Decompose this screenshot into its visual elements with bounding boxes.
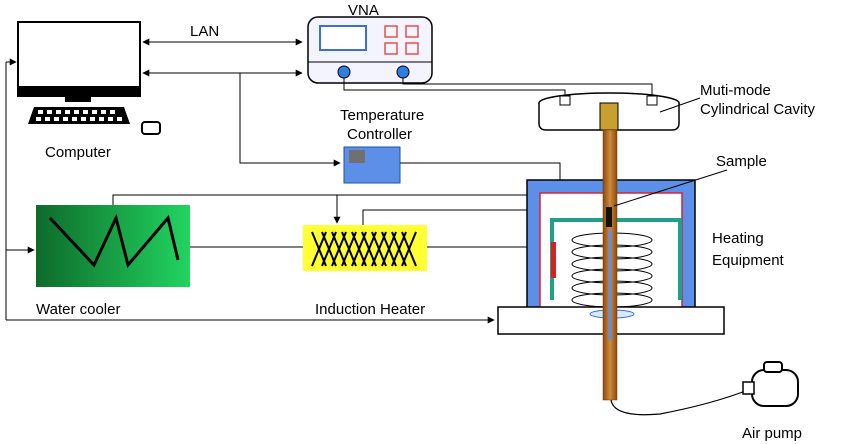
keyboard-keys [36,110,122,121]
computer-keyboard [28,107,130,124]
induction-heater-label: Induction Heater [315,301,425,318]
vna-button [384,25,398,38]
temperature-controller-label-line1: Temperature [340,107,424,124]
computer-monitor-bezel [18,86,140,96]
vna-port-2 [396,65,410,79]
water-cooler-box [36,205,190,287]
cavity-feedthrough [599,102,619,131]
vna-button [405,25,419,38]
temperature-controller: Temperature Controller [340,107,424,184]
sample-label: Sample [716,153,767,170]
computer-stand [65,96,91,102]
vna-port-2-cable [402,78,653,97]
induction-heater-coil [311,231,417,267]
air-pump-outlet [742,381,755,395]
heating-equipment-label-line2: Equipment [712,252,785,269]
air-pump-handle [763,361,783,373]
heating-equipment-label-line1: Heating [712,230,764,247]
vna-port-1 [337,65,351,79]
sample-holder [606,207,612,227]
temperature-controller-label-line2: Controller [347,126,412,143]
induction-heater: Induction Heater [303,225,427,318]
vna: VNA [307,2,433,84]
water-cooler-label: Water cooler [36,301,120,318]
cavity-leader-line [659,97,701,113]
computer: Computer [17,21,161,161]
sample-leader-line [613,169,728,207]
cavity-label-line2: Cylindrical Cavity [700,101,816,118]
vna-screen [319,25,367,51]
cavity-connector-left [559,95,571,106]
vna-button [384,42,398,55]
air-pump-body [751,369,799,407]
computer-mouse [141,121,161,135]
air-pump [742,361,799,407]
cavity-connector-right [646,95,658,106]
computer-monitor [17,21,141,97]
water-cooler: Water cooler [36,205,190,318]
red-heating-element [551,242,556,278]
vna-button [405,42,419,55]
air-pump-label: Air pump [742,425,802,442]
computer-temperature-link [239,73,341,167]
water-cooler-zigzag [48,213,180,269]
cylindrical-cavity [538,92,680,131]
vna-port-1-cable [343,78,566,97]
lan-label: LAN [190,23,219,40]
computer-label: Computer [45,144,111,161]
cavity-label-line1: Muti-mode [700,82,771,99]
vna-label: VNA [348,2,379,19]
air-pump-hose [610,389,749,416]
temperature-controller-display [349,150,365,163]
